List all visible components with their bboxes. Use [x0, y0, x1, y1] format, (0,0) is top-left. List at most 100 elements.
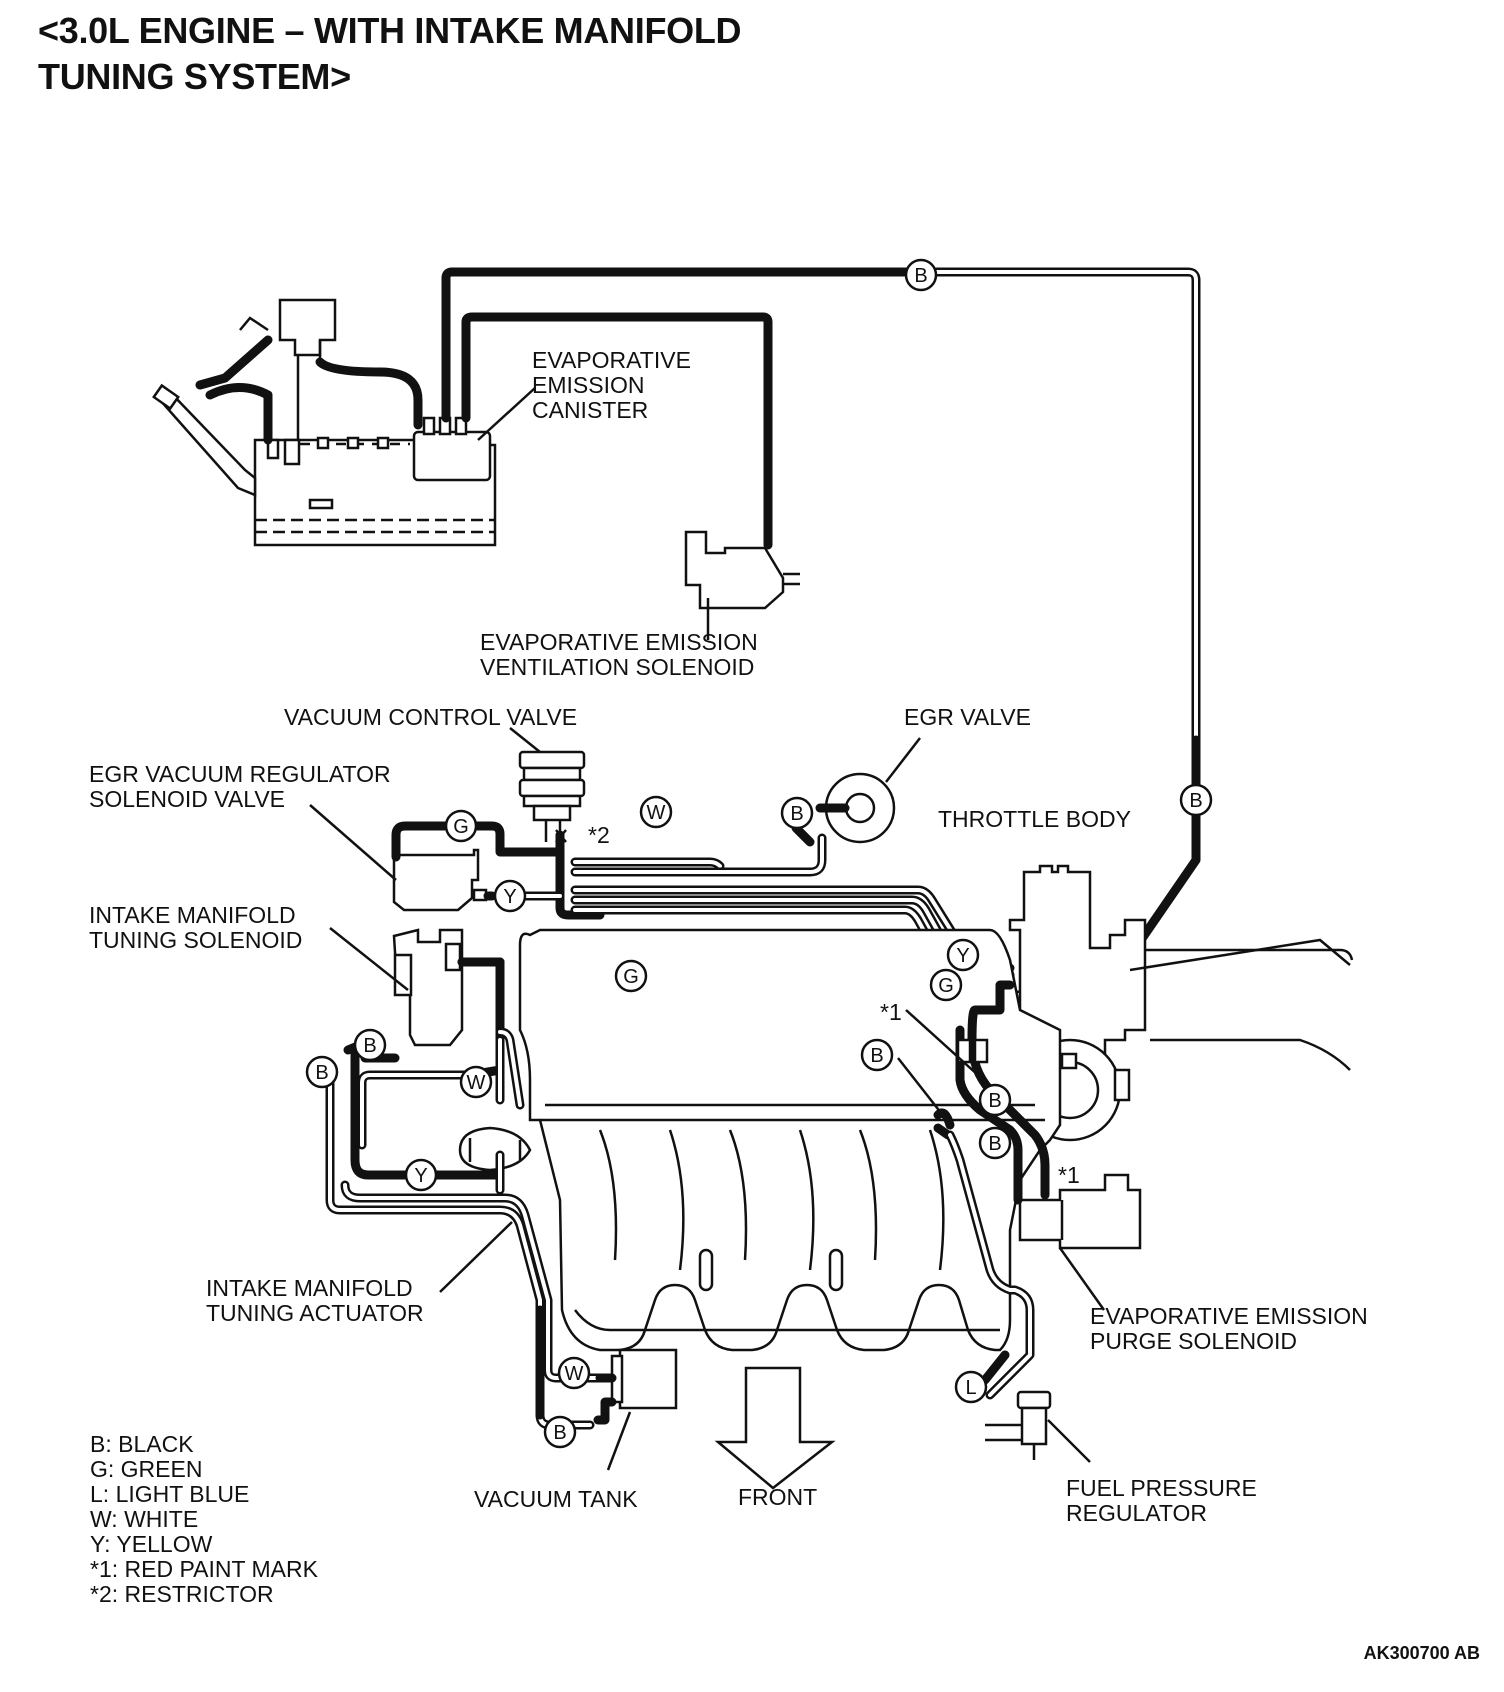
tag-b-egr: B [780, 796, 814, 830]
fuel-tank-assembly [152, 298, 497, 547]
label-ventilation-solenoid-2: VENTILATION SOLENOID [480, 654, 754, 680]
label-front: FRONT [738, 1484, 817, 1510]
fuel-regulator-hose [945, 1130, 1035, 1400]
tuning-solenoid [392, 928, 464, 1047]
tag-y-actuator: Y [404, 1158, 438, 1192]
legend-item: Y: YELLOW [90, 1531, 213, 1557]
label-canister: EVAPORATIVE EMISSION CANISTER [532, 347, 697, 423]
label-egr-regulator-1: EGR VACUUM REGULATOR [89, 761, 391, 787]
title-line-1: <3.0L ENGINE – WITH INTAKE MANIFOLD [38, 10, 742, 51]
intake-manifold [518, 928, 1062, 1352]
tag-y-regulator: Y [493, 879, 527, 913]
figure-code: AK300700 AB [1363, 1643, 1480, 1663]
label-canister-1: EVAPORATIVE [532, 347, 691, 373]
legend-item: G: GREEN [90, 1456, 203, 1482]
tag-b-solenoid: B [353, 1028, 387, 1062]
front-arrow [714, 1366, 836, 1490]
ventilation-solenoid [684, 530, 800, 610]
label-tuning-actuator-1: INTAKE MANIFOLD [206, 1275, 413, 1301]
label-fuel-regulator-1: FUEL PRESSURE [1066, 1475, 1257, 1501]
throttle-body [1008, 864, 1354, 1142]
legend-item: L: LIGHT BLUE [90, 1481, 250, 1507]
label-mark-2: *2 [588, 822, 610, 848]
tag-l-regulator: L [954, 1370, 988, 1404]
label-tuning-actuator: INTAKE MANIFOLD TUNING ACTUATOR [206, 1275, 424, 1326]
tag-g-regulator: G [444, 809, 478, 843]
label-tuning-solenoid: INTAKE MANIFOLD TUNING SOLENOID [89, 902, 302, 953]
tag-g-manifold: G [614, 959, 648, 993]
label-purge-solenoid: EVAPORATIVE EMISSION PURGE SOLENOID [1090, 1303, 1374, 1354]
title-line-2: TUNING SYSTEM> [38, 56, 351, 97]
tag-w-solenoid: W [459, 1065, 493, 1099]
purge-solenoid [1018, 1173, 1142, 1250]
label-fuel-regulator-2: REGULATOR [1066, 1500, 1207, 1526]
label-ventilation-solenoid: EVAPORATIVE EMISSION VENTILATION SOLENOI… [480, 629, 764, 680]
label-mark-1-bottom: *1 [1058, 1162, 1080, 1188]
tag-y-throttle-label: Y [956, 945, 969, 967]
tag-b-manifold: B [860, 1038, 894, 1072]
label-tuning-actuator-2: TUNING ACTUATOR [206, 1300, 424, 1326]
label-mark-1-top: *1 [880, 999, 902, 1025]
tag-b-tank: B [543, 1415, 577, 1449]
tag-w-tank: W [557, 1356, 591, 1390]
tag-w-vcv: W [639, 795, 673, 829]
label-canister-3: CANISTER [532, 397, 648, 423]
tag-b-solenoid-label: B [363, 1035, 376, 1057]
left-hose-network [325, 957, 620, 1430]
legend-item: *2: RESTRICTOR [90, 1581, 274, 1607]
tag-g-throttle: G [929, 968, 963, 1002]
label-egr-regulator: EGR VACUUM REGULATOR SOLENOID VALVE [89, 761, 397, 812]
tag-b-left: B [305, 1055, 339, 1089]
canister-vent-hose [461, 312, 773, 550]
vacuum-tank [593, 1348, 678, 1425]
tag-b-right-label: B [1189, 790, 1202, 812]
tag-b-top-label: B [914, 265, 927, 287]
legend-item: *1: RED PAINT MARK [90, 1556, 318, 1582]
label-egr-valve: EGR VALVE [904, 704, 1031, 730]
label-canister-2: EMISSION [532, 372, 644, 398]
tag-b-manifold-label: B [870, 1045, 883, 1067]
vacuum-control-valve [518, 750, 586, 843]
tag-g-throttle-label: G [938, 975, 954, 997]
label-throttle-body: THROTTLE BODY [938, 806, 1131, 832]
diagram-title: <3.0L ENGINE – WITH INTAKE MANIFOLD TUNI… [38, 8, 742, 100]
component-labels: EVAPORATIVE EMISSION CANISTER EVAPORATIV… [89, 347, 1374, 1526]
egr-regulator-solenoid [391, 821, 565, 912]
label-tuning-solenoid-2: TUNING SOLENOID [89, 927, 302, 953]
tag-y-actuator-label: Y [414, 1165, 427, 1187]
label-purge-solenoid-1: EVAPORATIVE EMISSION [1090, 1303, 1368, 1329]
canister-purge-hose [441, 267, 917, 423]
tag-w-tank-label: W [565, 1363, 584, 1385]
tag-w-solenoid-label: W [467, 1072, 486, 1094]
label-vacuum-tank: VACUUM TANK [474, 1486, 638, 1512]
tag-b-egr-label: B [790, 803, 803, 825]
tag-g-manifold-label: G [623, 966, 639, 988]
fuel-pressure-regulator [985, 1390, 1052, 1460]
tag-b-purge-1-label: B [988, 1090, 1001, 1112]
tag-b-left-label: B [315, 1062, 328, 1084]
label-vacuum-control-valve: VACUUM CONTROL VALVE [284, 704, 577, 730]
tag-l-regulator-label: L [965, 1377, 976, 1399]
tag-b-purge-1: B [978, 1083, 1012, 1117]
legend-item: B: BLACK [90, 1431, 194, 1457]
tag-y-regulator-label: Y [503, 886, 516, 908]
tag-b-purge-2-label: B [988, 1133, 1001, 1155]
tag-g-regulator-label: G [453, 816, 469, 838]
tag-b-tank-label: B [553, 1422, 566, 1444]
legend-item: W: WHITE [90, 1506, 199, 1532]
label-ventilation-solenoid-1: EVAPORATIVE EMISSION [480, 629, 758, 655]
tag-b-top: B [904, 258, 938, 292]
tag-y-throttle: Y [946, 938, 980, 972]
label-fuel-regulator: FUEL PRESSURE REGULATOR [1066, 1475, 1263, 1526]
purge-hoses [933, 980, 1050, 1205]
label-tuning-solenoid-1: INTAKE MANIFOLD [89, 902, 296, 928]
leader-lines [309, 387, 1106, 1471]
egr-valve [791, 772, 896, 847]
hose-color-tags: B B B W G Y G Y G B B B B B W Y W B L [305, 258, 1213, 1449]
tuning-actuator [458, 1126, 532, 1172]
color-legend: B: BLACK G: GREEN L: LIGHT BLUE W: WHITE… [90, 1432, 318, 1607]
label-egr-regulator-2: SOLENOID VALVE [89, 786, 285, 812]
tag-w-vcv-label: W [647, 802, 666, 824]
tag-b-purge-2: B [978, 1126, 1012, 1160]
